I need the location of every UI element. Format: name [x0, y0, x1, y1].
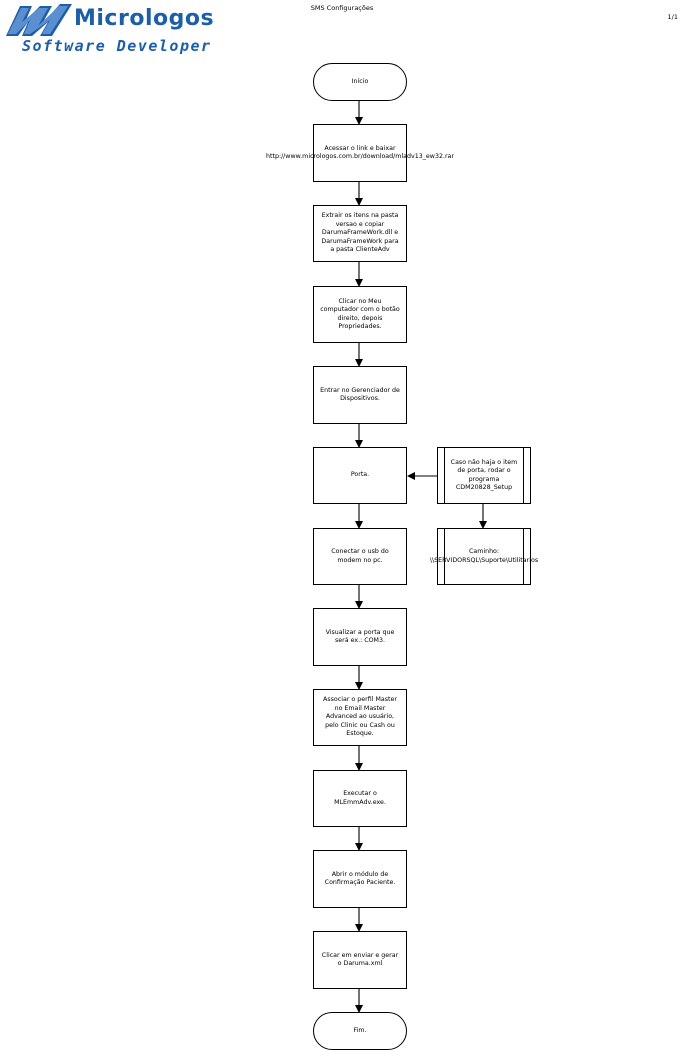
flow-end: Fim.: [313, 1012, 407, 1050]
page-title: SMS Configurações: [310, 4, 374, 12]
flow-step-11: Clicar em enviar e gerar o Daruma.xml: [313, 931, 407, 989]
flow-step-2: Extrair os itens na pasta versao e copia…: [313, 205, 407, 262]
flow-step-3: Clicar no Meu computador com o botão dir…: [313, 286, 407, 343]
flow-step-10: Abrir o módulo de Confirmação Paciente.: [313, 850, 407, 908]
flow-step-9: Executar o MLEmmAdv.exe.: [313, 770, 407, 827]
flow-step-4: Entrar no Gerenciador de Dispositivos.: [313, 366, 407, 424]
logo-name: Micrologos: [74, 6, 215, 31]
logo-mark-icon: [6, 4, 72, 36]
flow-start: Início: [313, 63, 407, 101]
micrologos-logo: Micrologos Software Developer: [0, 0, 230, 62]
page-number: 1/1: [667, 13, 678, 21]
flow-step-8: Associar o perfil Master no Email Master…: [313, 689, 407, 746]
flow-step-1: Acessar o link e baixar http://www.micro…: [266, 124, 454, 182]
flow-step-5: Porta.: [313, 447, 407, 504]
flow-step-7: Visualizar a porta que será ex.: COM3.: [313, 608, 407, 666]
flow-step-6: Conectar o usb do modem no pc.: [313, 528, 407, 585]
flow-side-step-2: Caminho: \\SERVIDORSQL\Suporte\Utilitari…: [430, 528, 538, 585]
logo-tagline: Software Developer: [22, 37, 212, 55]
flow-side-step-1: Caso não haja o item de porta, rodar o p…: [437, 447, 531, 504]
